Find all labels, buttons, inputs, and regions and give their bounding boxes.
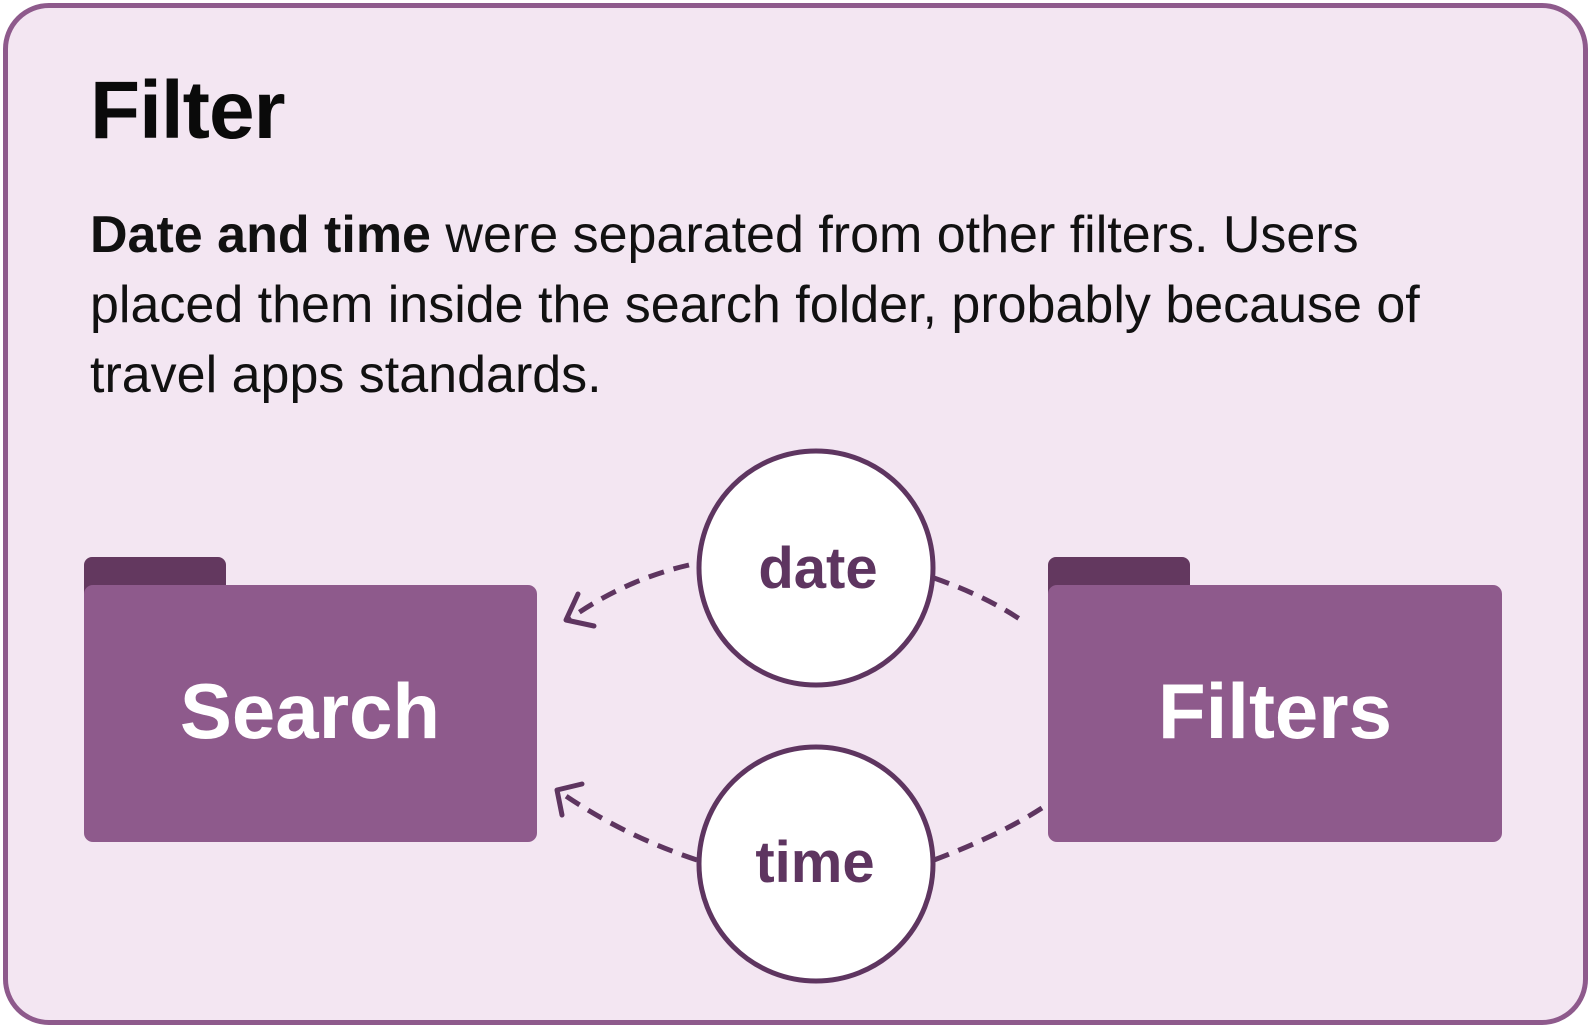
card-title: Filter: [90, 65, 285, 156]
date-bubble-circle: [696, 448, 936, 688]
search-folder-body: [84, 585, 537, 842]
time-arrow-to-search: [558, 789, 698, 863]
date-connector-from-filters: [933, 575, 1026, 625]
description-emphasis: Date and time: [90, 206, 431, 264]
time-connector-from-filters: [933, 805, 1044, 863]
time-bubble-label: time: [755, 830, 874, 895]
description-text: were separated from other filters. Users…: [90, 206, 1420, 404]
date-bubble: date: [696, 448, 936, 688]
date-arrow-to-search: [566, 562, 690, 623]
filters-folder-label: Filters: [1158, 667, 1392, 755]
time-bubble-circle: [696, 744, 936, 984]
search-folder: Search: [84, 557, 537, 842]
search-folder-label: Search: [180, 667, 440, 755]
time-bubble: time: [696, 744, 936, 984]
filters-folder: Filters: [1048, 557, 1502, 842]
filters-folder-body: [1048, 585, 1502, 842]
time-arrow-head: [554, 781, 585, 818]
date-bubble-label: date: [758, 536, 877, 601]
date-arrow-head: [563, 591, 597, 629]
card-description: Date and time were separated from other …: [90, 200, 1510, 410]
